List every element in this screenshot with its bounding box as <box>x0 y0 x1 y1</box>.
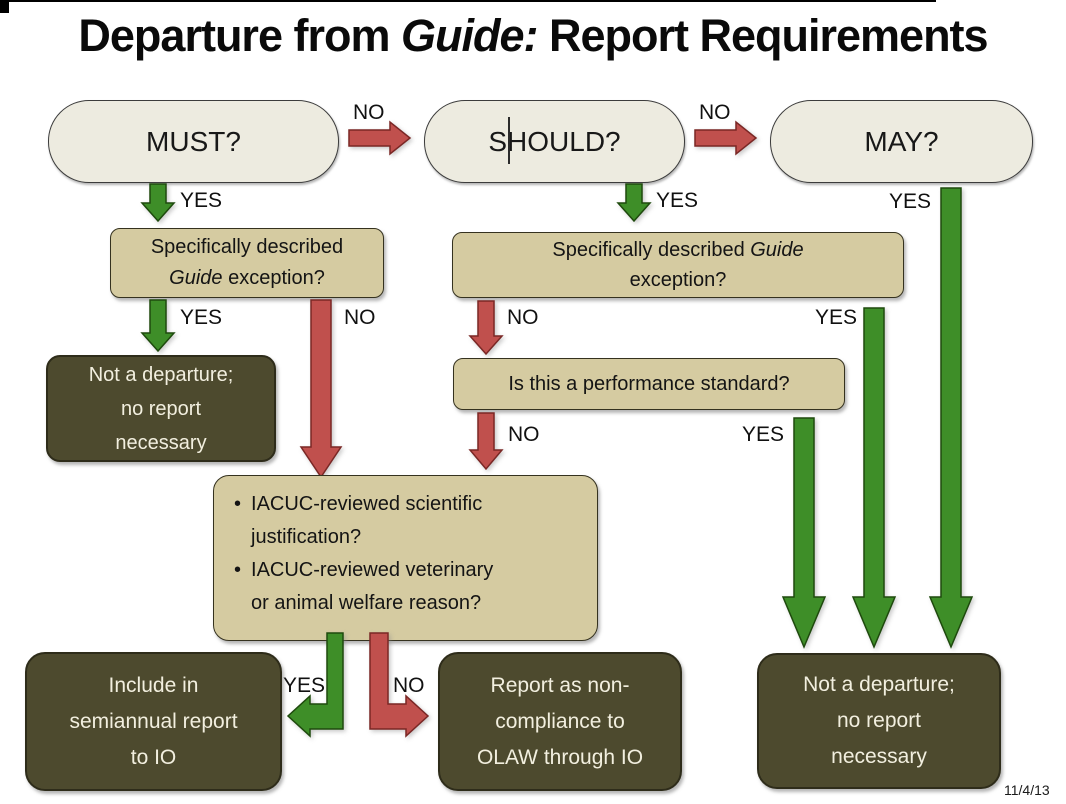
arrow-no-should-to-may[interactable] <box>694 120 758 156</box>
performance-standard-label: Is this a performance standard? <box>508 372 790 395</box>
label-no-performance[interactable]: NO <box>508 423 540 446</box>
node-include-semiannual[interactable]: Include in semiannual report to IO <box>25 652 282 791</box>
label-yes-guide-mid[interactable]: YES <box>815 306 858 329</box>
title-pre: Departure from <box>78 10 401 61</box>
label-yes-guide-left[interactable]: YES <box>180 306 223 329</box>
node-iacuc-review[interactable]: • IACUC-reviewed scientific justificatio… <box>213 475 598 641</box>
label-no-guide-left[interactable]: NO <box>344 306 376 329</box>
label-no-guide-mid[interactable]: NO <box>507 306 539 329</box>
include-semiannual-line3: to IO <box>130 745 177 769</box>
slide-title: Departure from Guide: Report Requirement… <box>0 10 1066 62</box>
arrow-no-must-to-should[interactable] <box>348 120 412 156</box>
arrow-no-guide-left-to-iacuc[interactable] <box>299 299 343 479</box>
report-noncompliance-line3: OLAW through IO <box>476 745 644 769</box>
label-no-iacuc[interactable]: NO <box>393 674 425 697</box>
not-departure-right-line1: Not a departure; <box>803 673 955 696</box>
top-left-corner-mark <box>0 0 9 13</box>
node-report-noncompliance[interactable]: Report as non- compliance to OLAW throug… <box>438 652 682 791</box>
top-edge-line <box>0 0 936 2</box>
include-semiannual-line2: semiannual report <box>69 709 238 733</box>
label-yes-may[interactable]: YES <box>889 190 932 213</box>
arrow-yes-iacuc-elbow-left[interactable] <box>282 632 349 738</box>
slide-date: 11/4/13 <box>1004 782 1050 798</box>
label-yes-iacuc[interactable]: YES <box>283 674 326 697</box>
not-departure-left-line3: necessary <box>115 431 207 454</box>
node-may[interactable]: MAY? <box>770 100 1033 183</box>
label-no-should-to-may[interactable]: NO <box>699 101 731 124</box>
include-semiannual-line1: Include in <box>108 673 199 697</box>
arrow-yes-must-down[interactable] <box>140 183 176 223</box>
not-departure-right-line3: necessary <box>831 745 927 768</box>
arrow-yes-guide-left-down[interactable] <box>140 299 176 353</box>
node-must-label: MUST? <box>146 125 241 157</box>
guide-exception-left-line1: Specifically described <box>150 236 344 258</box>
arrow-yes-guide-mid-long[interactable] <box>851 307 897 649</box>
node-not-departure-right[interactable]: Not a departure; no report necessary <box>757 653 1001 789</box>
node-should-label: SHOULD? <box>488 125 621 157</box>
title-post: Report Requirements <box>537 10 989 61</box>
arrow-no-performance-down[interactable] <box>468 412 504 471</box>
guide-exception-mid-line1: Specifically described Guide <box>552 239 804 261</box>
label-yes-should[interactable]: YES <box>656 189 699 212</box>
not-departure-left-line2: no report <box>120 397 202 420</box>
guide-exception-mid-line2: exception? <box>629 269 727 291</box>
bullet-glyph: • <box>234 559 242 581</box>
arrow-no-guide-mid-down[interactable] <box>468 300 504 356</box>
guide-exception-left-line2: Guide exception? <box>169 267 325 289</box>
label-yes-must[interactable]: YES <box>180 189 223 212</box>
node-may-label: MAY? <box>864 125 939 157</box>
label-no-must-to-should[interactable]: NO <box>353 101 385 124</box>
not-departure-left-line1: Not a departure; <box>88 363 234 386</box>
node-should[interactable]: SHOULD? <box>424 100 685 183</box>
node-not-departure-left[interactable]: Not a departure; no report necessary <box>46 355 276 462</box>
arrow-yes-should-down[interactable] <box>616 183 652 223</box>
iacuc-bullet-2: • IACUC-reviewed veterinary or animal we… <box>234 554 509 620</box>
bullet-glyph: • <box>234 493 242 515</box>
arrow-no-iacuc-elbow-right[interactable] <box>369 632 431 738</box>
node-guide-exception-left[interactable]: Specifically described Guide exception? <box>110 228 384 298</box>
iacuc-bullet-1: • IACUC-reviewed scientific justificatio… <box>234 488 509 554</box>
report-noncompliance-line2: compliance to <box>495 709 625 733</box>
text-cursor <box>508 117 510 164</box>
title-guide-italic: Guide: <box>400 10 538 61</box>
node-guide-exception-mid[interactable]: Specifically described Guide exception? <box>452 232 904 298</box>
not-departure-right-line2: no report <box>836 709 922 732</box>
label-yes-performance[interactable]: YES <box>742 423 785 446</box>
report-noncompliance-line1: Report as non- <box>490 673 630 697</box>
node-performance-standard[interactable]: Is this a performance standard? <box>453 358 845 410</box>
node-must[interactable]: MUST? <box>48 100 339 183</box>
arrow-yes-may-long[interactable] <box>928 187 974 649</box>
arrow-yes-performance-long[interactable] <box>781 417 827 649</box>
